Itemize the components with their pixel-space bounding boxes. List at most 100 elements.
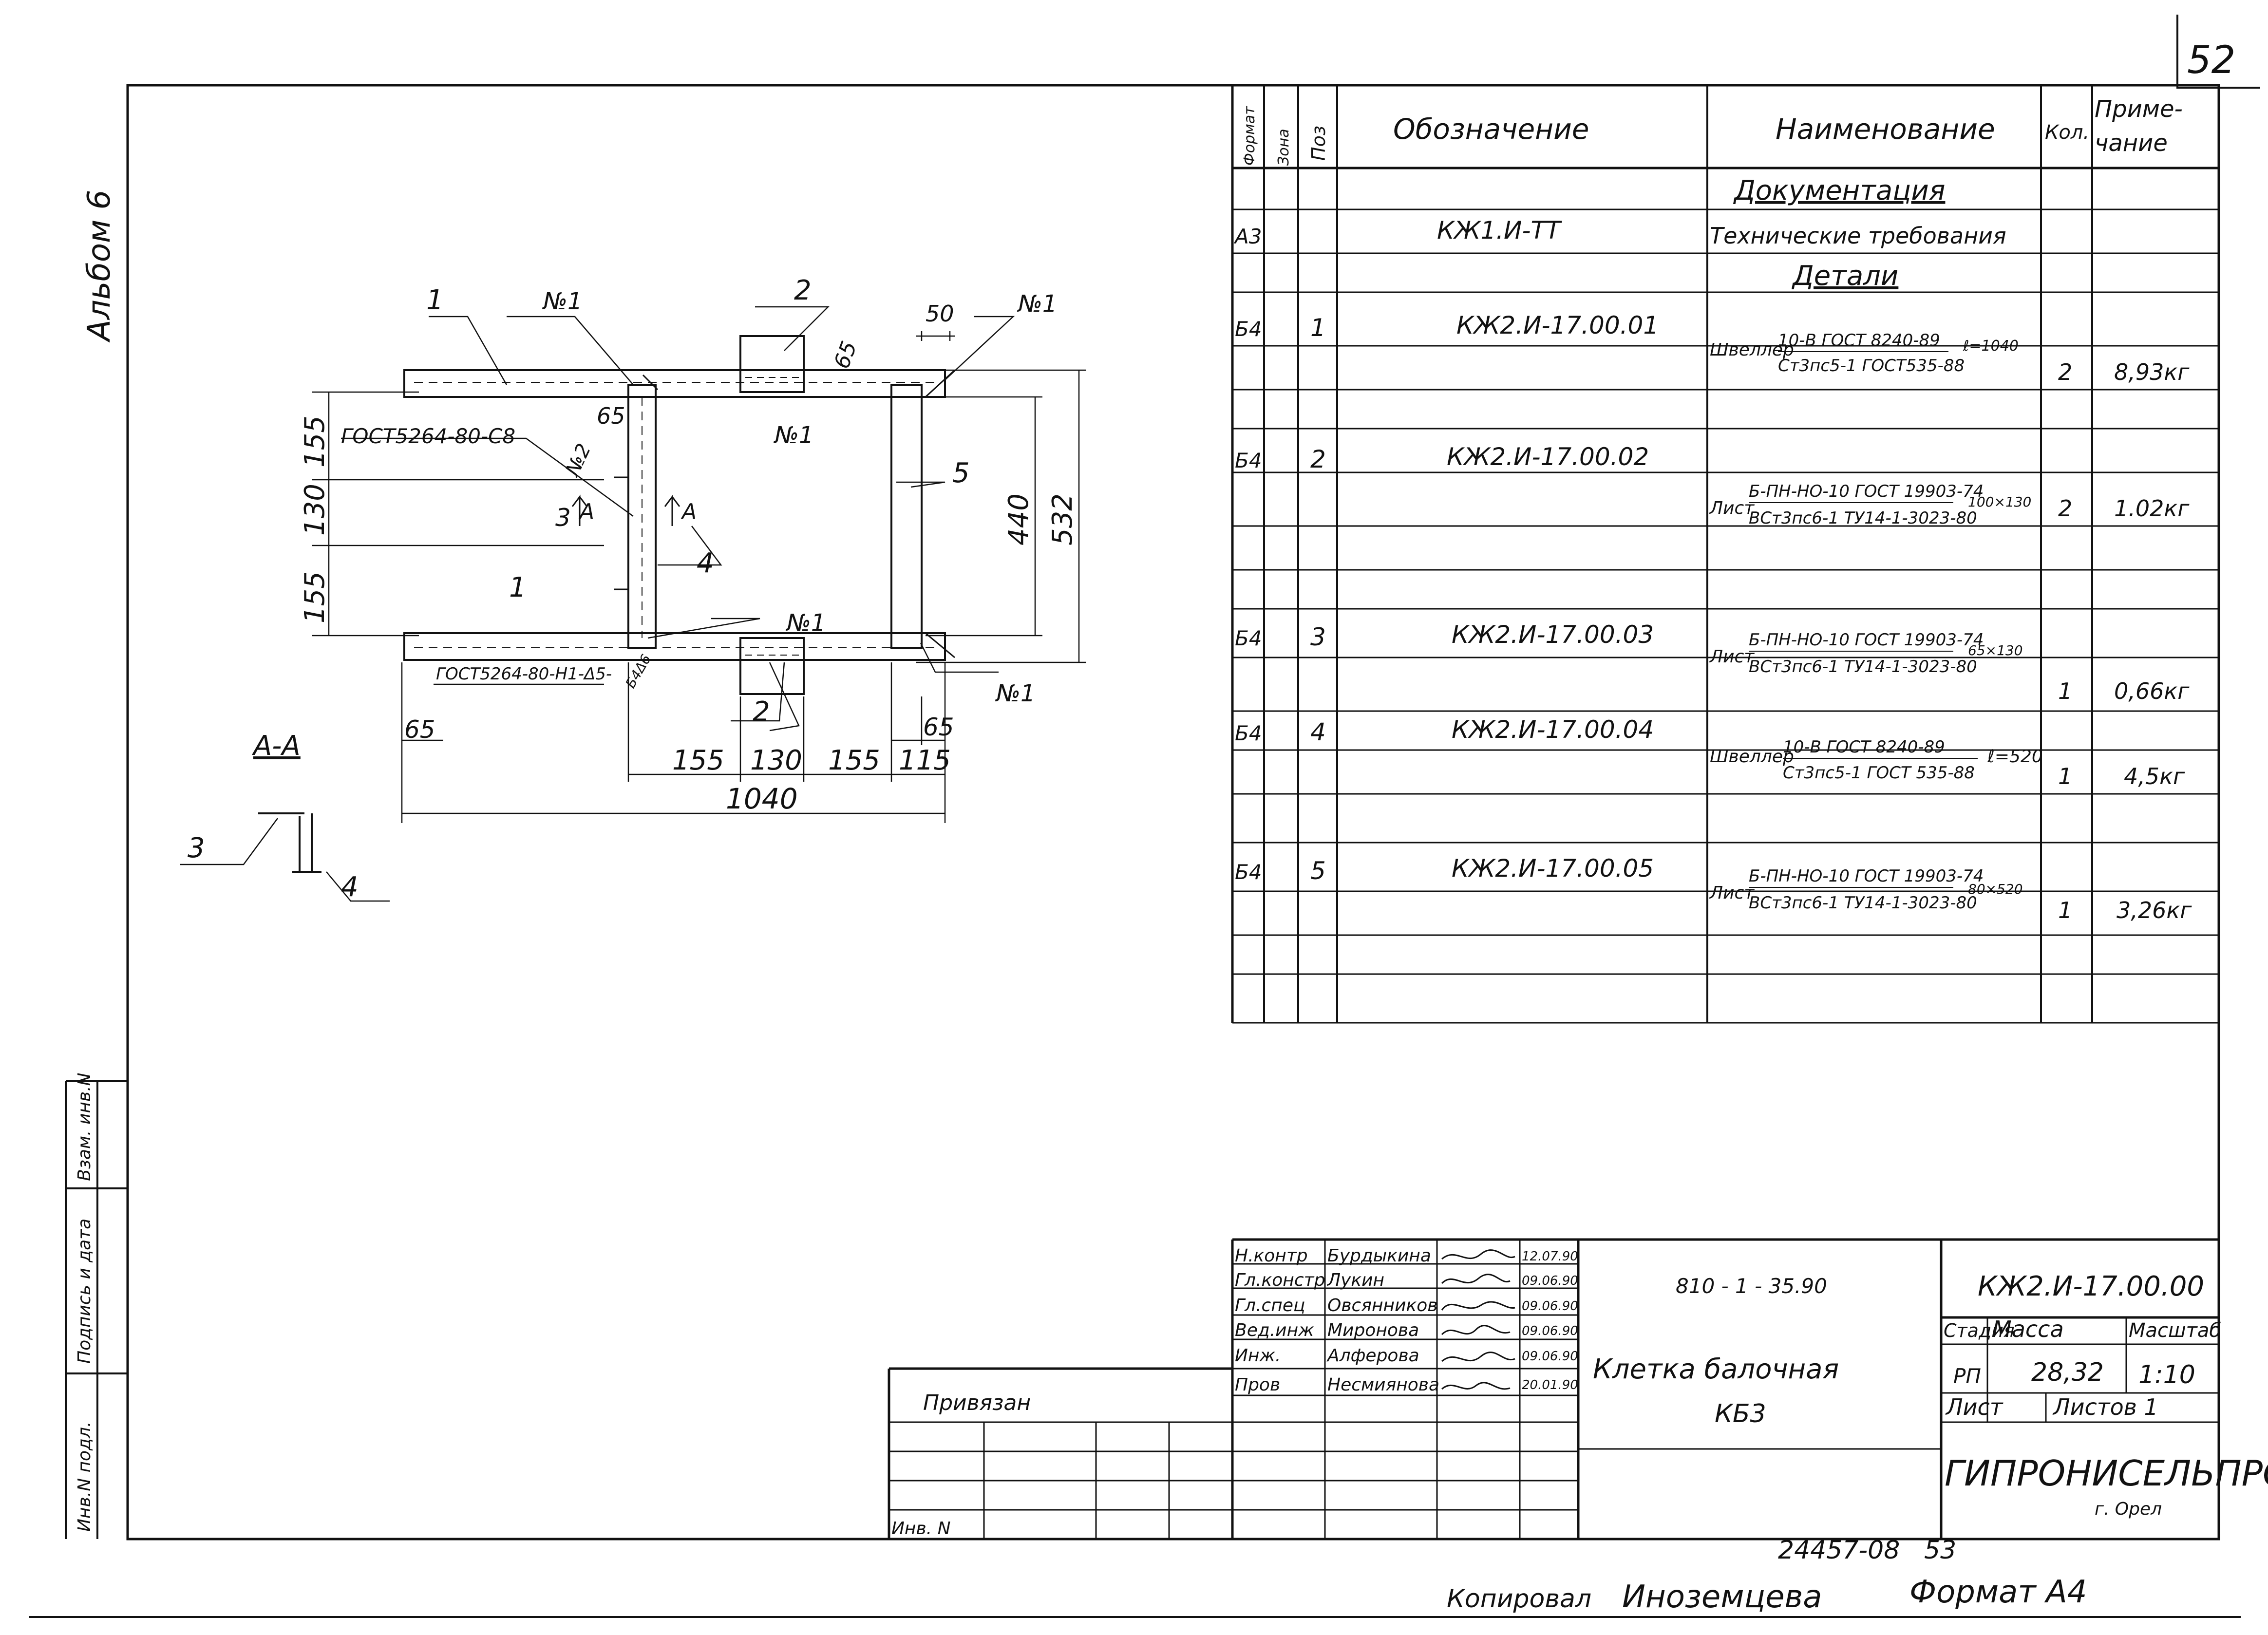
album-label: Альбом 6 (81, 190, 117, 343)
weld-1-top-right: №1 (1017, 290, 1057, 318)
row-note: 4,5кг (2124, 763, 2185, 789)
row-name-prefix: Швеллер (1710, 340, 1794, 360)
col-name: Наименование (1776, 113, 1995, 146)
row-pos: 2 (1310, 445, 1326, 473)
section-label-4: 4 (341, 871, 359, 903)
row-name-top: 10-В ГОСТ 8240-89 (1778, 331, 1940, 350)
section-cut-right: А (680, 499, 697, 524)
document-code: КЖ2.И-17.00.00 (1978, 1271, 2204, 1302)
row-designation: КЖ2.И-17.00.01 (1456, 311, 1659, 339)
title-block: Н.контр Гл.констр Гл.спец Вед.инж Инж. П… (888, 1238, 2268, 1539)
stage-label: Стадия (1944, 1320, 2015, 1341)
section-documentation: Документация (1733, 175, 1945, 207)
role-0: Н.контр (1235, 1246, 1308, 1266)
row-qty: 1 (2058, 897, 2072, 923)
row-designation: КЖ2.И-17.00.04 (1452, 715, 1654, 744)
channel-bottom (403, 632, 946, 661)
col-zone: Зона (1275, 129, 1292, 166)
privyazan-label: Привязан (923, 1391, 1031, 1415)
row-name-prefix: Швеллер (1710, 747, 1794, 767)
side-stamp: Инв.N подл. Подпись и дата Взам. инв.N (65, 1073, 128, 1539)
dim-440: 440 (1003, 493, 1035, 545)
organization: ГИПРОНИСЕЛЬПРОМ (1945, 1453, 2268, 1494)
row-name-top: Б-ПН-НО-10 ГОСТ 19903-74 (1749, 630, 1984, 650)
section-cut-arrows (571, 494, 680, 526)
role-5: Пров (1235, 1375, 1280, 1395)
dim-130: 130 (299, 484, 331, 536)
dim-65-left: 65 (404, 715, 435, 744)
organization-city: г. Орел (2095, 1499, 2162, 1519)
row-name-top: 10-В ГОСТ 8240-89 (1783, 737, 1945, 757)
dim-130-c: 130 (750, 745, 802, 776)
title-line-2: КБ3 (1715, 1399, 1766, 1428)
weld-2: №2 (561, 440, 596, 480)
sheet-label: Лист (1945, 1394, 2003, 1420)
specification-table: Формат Зона Поз Обозначение Наименование… (1231, 85, 2220, 1024)
doc-designation: КЖ1.И-ТТ (1437, 216, 1562, 244)
row-note: 0,66кг (2114, 678, 2190, 704)
row-name-prefix: Лист (1709, 498, 1755, 518)
page-number: 52 (2187, 38, 2235, 82)
row-name-prefix: Лист (1709, 647, 1755, 667)
row-note: 8,93кг (2114, 359, 2190, 385)
date-4: 09.06.90 (1522, 1349, 1578, 1364)
dim-65-weld: 65 (597, 403, 625, 429)
row-name-suffix: ℓ=520 (1987, 747, 2043, 767)
row-name-bottom: ВСт3пс6-1 ТУ14-1-3023-80 (1749, 508, 1977, 528)
row-pos: 1 (1310, 314, 1326, 342)
signatures (1441, 1249, 1515, 1390)
section-cut-3: 3 (555, 504, 571, 532)
dim-532: 532 (1047, 493, 1078, 545)
footer-number: 24457-08 (1778, 1536, 1900, 1565)
pos-5: 5 (952, 457, 970, 489)
pos-2-top: 2 (794, 275, 812, 306)
role-4: Инж. (1235, 1346, 1281, 1366)
role-2: Гл.спец (1235, 1296, 1305, 1316)
name-3: Миронова (1327, 1320, 1419, 1340)
side-stamp-sign: Подпись и дата (75, 1219, 94, 1364)
row-name-bottom: ВСт3пс6-1 ТУ14-1-3023-80 (1749, 657, 1977, 677)
scale-value: 1:10 (2138, 1360, 2195, 1390)
section-a-a: А-А 3 4 (180, 730, 390, 903)
row-format: Б4 (1235, 317, 1262, 341)
dim-1040: 1040 (726, 782, 798, 815)
gost-top-callout: ГОСТ5264-80-С8 (341, 424, 515, 448)
channel-top (403, 369, 946, 398)
row-designation: КЖ2.И-17.00.05 (1452, 854, 1654, 883)
row-qty: 1 (2058, 678, 2072, 704)
project-number: 810 - 1 - 35.90 (1676, 1274, 1827, 1298)
dim-155-c: 155 (672, 745, 724, 776)
footer-format: Формат А4 (1909, 1574, 2087, 1610)
date-3: 09.06.90 (1522, 1324, 1578, 1338)
row-name-bottom: Ст3пс5-1 ГОСТ 535-88 (1783, 763, 1975, 783)
row-note: 1.02кг (2114, 495, 2190, 522)
section-label-3: 3 (188, 832, 205, 864)
row-qty: 2 (2058, 359, 2072, 385)
plate-5 (890, 384, 923, 649)
channel-cross (627, 384, 657, 649)
name-2: Овсянников (1327, 1296, 1437, 1316)
pos-1-bottom: 1 (509, 572, 527, 603)
row-designation: КЖ2.И-17.00.03 (1452, 620, 1654, 649)
row-name-suffix: 100×130 (1968, 494, 2031, 510)
side-stamp-replace: Взам. инв.N (75, 1073, 94, 1181)
col-note-1: Приме- (2095, 95, 2183, 123)
inv-label: Инв. N (891, 1519, 951, 1539)
dim-50: 50 (926, 301, 954, 327)
row-qty: 1 (2058, 763, 2072, 789)
row-pos: 5 (1310, 857, 1326, 885)
dim-155-bottom: 155 (299, 571, 331, 623)
footer-copied: Копировал (1447, 1584, 1591, 1614)
dim-155-top: 155 (299, 415, 331, 468)
footer-page: 53 (1924, 1536, 1956, 1565)
row-format: Б4 (1235, 449, 1262, 472)
row-pos: 4 (1310, 718, 1326, 746)
pos-1-top: 1 (426, 284, 444, 316)
name-4: Алферова (1326, 1346, 1419, 1366)
row-name-bottom: Ст3пс5-1 ГОСТ535-88 (1778, 356, 1965, 376)
section-title: А-А (252, 730, 301, 762)
weld-1-bottom: №1 (785, 609, 826, 637)
plate-2-bottom (739, 637, 805, 695)
gost-bottom-callout-b: Б4Δ6 (622, 652, 654, 691)
footer-copier: Иноземцева (1622, 1579, 1822, 1615)
